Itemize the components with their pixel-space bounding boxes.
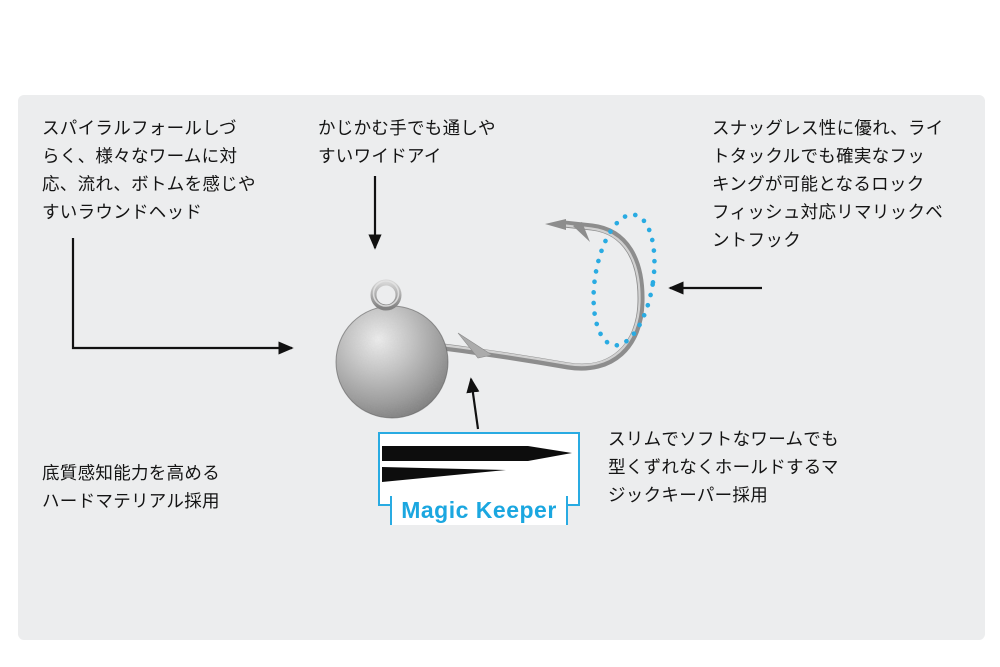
magic-keeper-label-row: Magic Keeper	[378, 496, 580, 525]
annotation-bent-hook: スナッグレス性に優れ、ライ トタックルでも確実なフッ キングが可能となるロック …	[712, 118, 944, 250]
magic-keeper-label: Magic Keeper	[390, 496, 568, 525]
arrow-magic-keeper	[466, 377, 480, 430]
wide-eye-ring	[370, 279, 402, 311]
annotation-hard-material: 底質感知能力を高める ハードマテリアル採用	[42, 463, 220, 511]
round-lead-head	[335, 305, 449, 419]
bent-hook-wire	[408, 219, 645, 371]
annotation-magic-keeper: スリムでソフトなワームでも 型くずれなくホールドするマ ジックキーパー採用	[608, 429, 839, 505]
keeper-pin-shape	[382, 446, 572, 461]
magic-keeper-diagram	[382, 446, 572, 482]
callout-arrows	[71, 176, 762, 430]
annotation-round-head: スパイラルフォールしづ らく、様々なワームに対 応、流れ、ボトムを感じや すいラ…	[42, 118, 256, 222]
magic-keeper-wire	[457, 332, 493, 359]
magic-keeper-inset-box	[378, 432, 580, 506]
hook-barb	[573, 222, 590, 242]
hook-point	[545, 219, 566, 230]
diagram-panel-background	[18, 95, 985, 640]
snagless-highlight-ellipse	[591, 212, 657, 348]
annotation-wide-eye: かじかむ手でも通しや すいワイドアイ	[318, 118, 496, 166]
arrow-round-head	[71, 238, 294, 355]
keeper-barb-shape	[382, 467, 506, 482]
